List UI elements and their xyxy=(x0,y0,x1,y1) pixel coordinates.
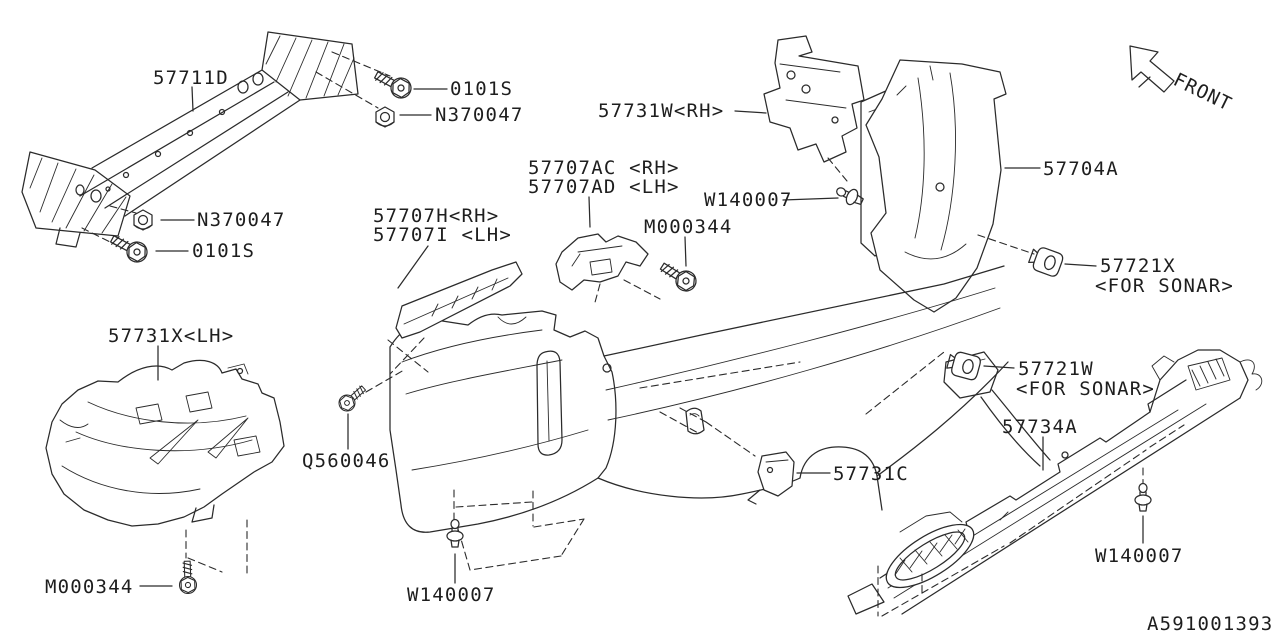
part-spacer-57707ac xyxy=(555,233,661,307)
bolt-0101s-left-icon xyxy=(110,235,148,263)
label-grommet-57721w-note: <FOR SONAR> xyxy=(1016,378,1155,400)
label-side-panel-57704a: 57704A xyxy=(1043,158,1119,180)
leader-lines xyxy=(139,86,1144,587)
label-grommet-57721x-note: <FOR SONAR> xyxy=(1095,275,1234,297)
label-bolt-m000344-bottom: M000344 xyxy=(45,576,133,598)
label-hook-cover-57731c: 57731C xyxy=(833,463,909,485)
nut-n370047-top-icon xyxy=(375,106,395,128)
label-spacer-57707ac: 57707AC <RH> xyxy=(528,157,680,179)
grommet-57721x-icon xyxy=(1028,247,1064,277)
part-bracket-57707h xyxy=(387,261,523,375)
part-bumper-face xyxy=(389,234,1051,571)
label-grommet-57721w: 57721W xyxy=(1018,358,1094,380)
label-nut-n370047-top: N370047 xyxy=(435,104,523,126)
part-side-panel-57704a xyxy=(860,59,1007,313)
part-garnish-57734a xyxy=(847,349,1263,617)
diagram-code: A591001393 xyxy=(1147,613,1273,635)
label-bolt-0101s-left: 0101S xyxy=(192,240,255,262)
clip-w140007-mid-icon xyxy=(836,187,864,206)
label-bolt-m000344-mid: M000344 xyxy=(644,216,732,238)
screw-q560046-dash xyxy=(365,369,405,393)
bolt-0101s-top-icon xyxy=(374,71,412,99)
screw-q560046-icon xyxy=(338,385,367,412)
label-clip-w140007-bottom: W140007 xyxy=(407,584,495,606)
part-beam-57711d xyxy=(21,31,391,248)
front-direction-label: FRONT xyxy=(1170,69,1236,116)
clip-w140007-right-icon xyxy=(1134,482,1152,512)
label-bracket-57707h: 57707H<RH> xyxy=(373,205,499,227)
label-clip-w140007-right: W140007 xyxy=(1095,545,1183,567)
label-cover-57731x: 57731X<LH> xyxy=(108,325,234,347)
nut-n370047-left-icon xyxy=(133,209,153,231)
label-bracket-57707i: 57707I <LH> xyxy=(373,224,512,246)
part-bracket-57731w xyxy=(763,35,865,182)
part-cover-57731x xyxy=(45,359,285,577)
grommet-57721w-icon xyxy=(946,351,981,381)
label-screw-q560046: Q560046 xyxy=(302,450,390,472)
label-garnish-57734a: 57734A xyxy=(1002,416,1078,438)
front-direction-arrow-icon xyxy=(1129,45,1175,93)
part-hook-cover-57731c xyxy=(747,451,795,505)
label-spacer-57707ad: 57707AD <LH> xyxy=(528,176,680,198)
label-clip-w140007-mid: W140007 xyxy=(704,189,792,211)
clip-w140007-bottom-icon xyxy=(446,518,464,548)
bolt-m000344-bottom-icon xyxy=(178,560,198,595)
label-grommet-57721x: 57721X xyxy=(1100,255,1176,277)
label-nut-n370047-left: N370047 xyxy=(197,209,285,231)
label-bracket-57731w: 57731W<RH> xyxy=(598,100,724,122)
bolt-m000344-mid-icon xyxy=(659,262,697,292)
label-beam-57711d: 57711D xyxy=(153,67,229,89)
label-bolt-0101s-top: 0101S xyxy=(450,78,513,100)
